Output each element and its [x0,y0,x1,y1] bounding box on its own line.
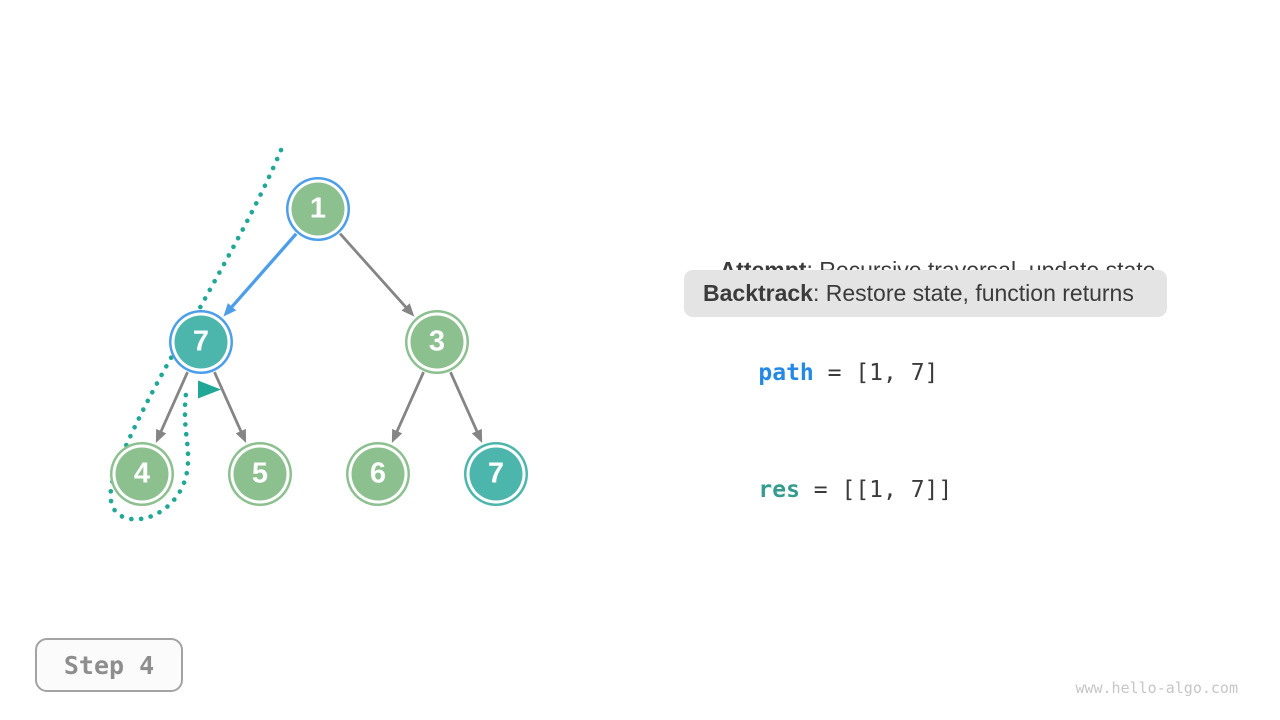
backtrack-label: Backtrack [703,280,813,306]
path-state-line: path = [1, 7] [703,334,938,412]
step-badge-label: Step 4 [63,650,155,680]
edge-n3-n6 [394,371,425,435]
backtrack-caption-highlighted: Backtrack: Restore state, function retur… [684,270,1167,317]
edge-n1-n3 [338,232,409,311]
edge-arrowhead-n3-n6 [391,428,403,443]
edge-arrowhead-n2-n4 [155,428,167,443]
edge-arrowhead-n1-n2 [223,303,237,317]
backtrack-text: : Restore state, function returns [812,280,1134,306]
edge-arrowhead-n3-n7 [471,428,483,443]
path-variable: path [758,360,814,386]
edge-n2-n4 [158,371,189,435]
edge-n2-n5 [213,371,244,435]
step-badge: Step 4 [35,638,183,692]
edge-arrowhead-n1-n3 [401,303,415,317]
res-value: = [[1, 7]] [799,477,953,503]
active-edge-n1-n2 [228,232,298,311]
backtrack-trace-dotted-path [108,147,284,522]
edge-arrowhead-n2-n5 [235,428,247,443]
watermark: www.hello-algo.com [1075,679,1238,697]
res-state-line: res = [[1, 7]] [703,451,952,529]
edge-n3-n7 [449,371,480,435]
res-variable: res [758,477,800,503]
backtrack-trace-arrowhead-icon [198,380,221,399]
path-value: = [1, 7] [813,360,939,386]
